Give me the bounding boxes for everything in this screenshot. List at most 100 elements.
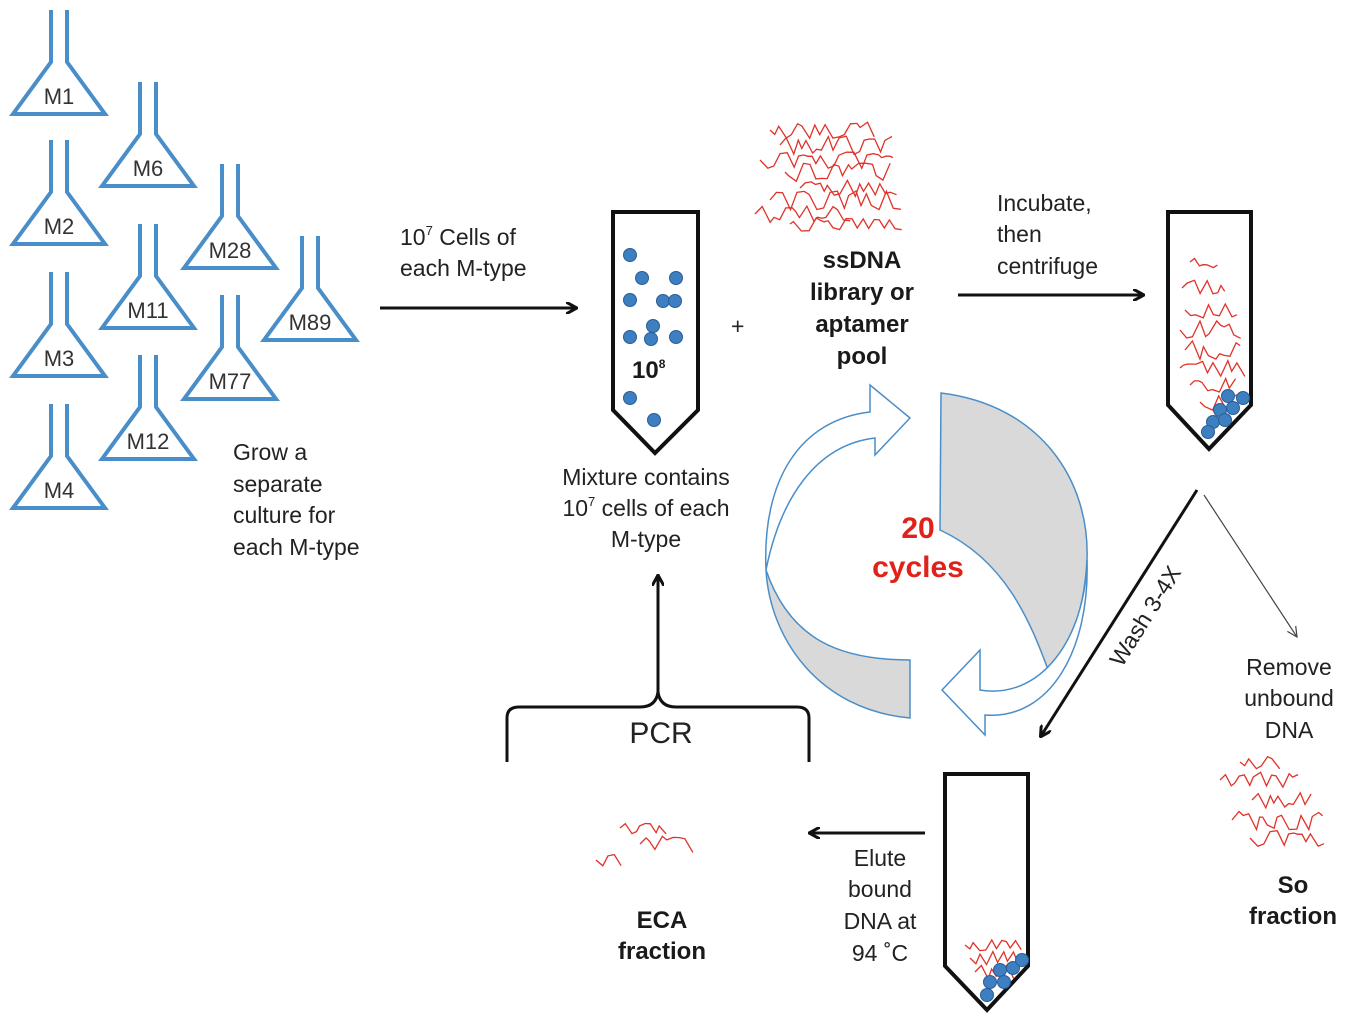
flask-outline — [98, 82, 198, 188]
dna-strand — [969, 950, 1019, 966]
ssdna-label-line1: ssDNA — [823, 247, 902, 274]
flask-outline — [9, 404, 109, 510]
so-fraction-label-line2: fraction — [1249, 903, 1337, 930]
dna-strand — [1249, 829, 1325, 848]
dna-strand — [789, 216, 902, 232]
flask-m89: M89 — [260, 236, 360, 342]
cell — [646, 319, 660, 333]
ssdna-label-line4: pool — [837, 343, 888, 370]
mixture-cells — [623, 248, 683, 427]
cycle-arrow-hollow-bottom — [940, 559, 1088, 737]
mixture-label-line2: 107 cells of each — [562, 494, 729, 521]
cell — [1015, 953, 1029, 967]
eca-fraction-strands — [595, 822, 694, 867]
dna-strand — [1239, 755, 1281, 770]
cell — [647, 413, 661, 427]
dna-strand — [769, 121, 875, 140]
elute-label-line3: DNA at — [844, 908, 917, 934]
dna-strand — [1184, 339, 1241, 362]
cycle-arrow-hollow-top — [764, 383, 912, 571]
dna-strand — [1184, 302, 1238, 319]
ssdna-label-line3: aptamer — [815, 311, 908, 338]
dna-strand — [964, 938, 1022, 952]
flask-label: M1 — [44, 84, 75, 109]
dna-strand — [1189, 257, 1218, 269]
cells-label-line2: each M-type — [400, 255, 527, 281]
tube-cell-count: 108 — [632, 357, 666, 384]
cell — [669, 330, 683, 344]
flask-m2: M2 — [9, 140, 109, 246]
flask-label: M11 — [127, 298, 168, 323]
grow-culture-label: Grow a separate culture for each M-type — [233, 439, 360, 560]
dna-strand — [595, 853, 622, 867]
cycle-arrows — [764, 383, 1088, 737]
dna-strand — [769, 189, 901, 212]
ssdna-label-line2: library or — [810, 279, 914, 306]
dna-strand — [799, 179, 897, 198]
so-fraction-label-line1: So — [1278, 872, 1309, 899]
flask-m12: M12 — [98, 355, 198, 461]
cell — [623, 391, 637, 405]
flask-label: M12 — [127, 429, 170, 454]
flask-m6: M6 — [98, 82, 198, 188]
flask-outline — [98, 224, 198, 330]
cell — [980, 988, 994, 1002]
dna-strand — [619, 822, 667, 835]
flask-m4: M4 — [9, 404, 109, 510]
cell — [983, 975, 997, 989]
dna-strand — [784, 162, 891, 183]
flask-outline — [180, 164, 280, 270]
cell — [1006, 961, 1020, 975]
incubate-label-line1: Incubate, — [997, 190, 1092, 216]
flask-label: M77 — [209, 369, 252, 394]
cell — [644, 332, 658, 346]
remove-label-line1: Remove — [1246, 654, 1332, 680]
cell — [1236, 391, 1250, 405]
cell — [668, 294, 682, 308]
so-fraction-strands — [1219, 755, 1325, 848]
cells-label-line1: 107 Cells of — [400, 223, 517, 250]
incubate-label-line3: centrifuge — [997, 253, 1098, 279]
dna-strand — [1181, 279, 1226, 295]
cell — [669, 271, 683, 285]
cell — [656, 294, 670, 308]
flask-label: M4 — [44, 478, 75, 503]
cell — [1201, 425, 1215, 439]
cell — [1226, 401, 1240, 415]
flask-outline — [9, 272, 109, 378]
cycle-arrow-gray-right — [939, 392, 1088, 677]
cell — [993, 963, 1007, 977]
flask-label: M89 — [289, 310, 332, 335]
cell — [635, 271, 649, 285]
wash-arrow — [1041, 489, 1199, 736]
incubated-tube-pellet — [1201, 389, 1250, 439]
remove-arrow — [1203, 494, 1297, 637]
dna-strand — [754, 204, 851, 224]
cell — [623, 248, 637, 262]
flask-outline — [180, 295, 280, 401]
flask-outline — [9, 10, 109, 116]
flask-label: M28 — [209, 238, 252, 263]
cell — [1218, 413, 1232, 427]
cell — [623, 330, 637, 344]
dna-strand — [639, 835, 694, 853]
cell — [1221, 389, 1235, 403]
flask-m11: M11 — [98, 224, 198, 330]
elute-label-line2: bound — [848, 876, 912, 902]
dna-strand — [1251, 791, 1312, 810]
cycles-word: cycles — [872, 551, 964, 584]
cycle-arrow-gray-left — [765, 569, 911, 719]
cell — [623, 293, 637, 307]
cycles-number: 20 — [901, 512, 934, 545]
pcr-label: PCR — [629, 717, 692, 750]
elute-label-line1: Elute — [854, 845, 906, 871]
dna-strand — [1179, 358, 1246, 378]
flask-m28: M28 — [180, 164, 280, 270]
incubate-label-line2: then — [997, 221, 1042, 247]
eca-fraction-label-line2: fraction — [618, 938, 706, 965]
flask-label: M2 — [44, 214, 75, 239]
dna-strand — [759, 151, 894, 170]
